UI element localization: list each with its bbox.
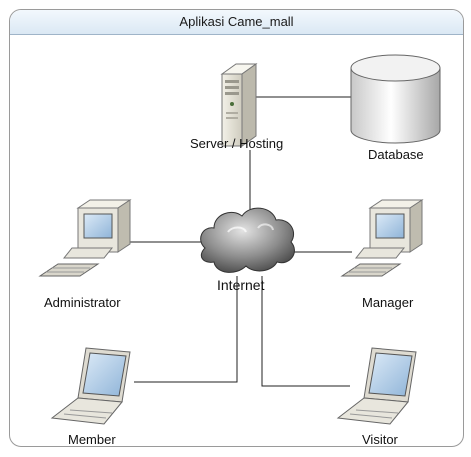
internet-label: Internet: [217, 277, 265, 293]
manager-label: Manager: [362, 295, 414, 310]
desktop-computer-icon: [340, 199, 424, 277]
visitor-label: Visitor: [362, 432, 398, 447]
administrator-label: Administrator: [44, 295, 121, 310]
laptop-icon: [336, 347, 417, 425]
server-icon: [220, 63, 258, 147]
server-label: Server / Hosting: [190, 136, 284, 151]
cloud-icon: [200, 207, 295, 273]
database-label: Database: [368, 147, 424, 162]
connector-internet-member: [134, 276, 238, 383]
member-label: Member: [68, 432, 116, 447]
database-icon: [350, 54, 441, 144]
connector-internet-visitor: [261, 276, 350, 387]
laptop-icon: [50, 347, 131, 425]
diagram-title: Aplikasi Came_mall: [10, 10, 463, 35]
desktop-computer-icon: [38, 199, 132, 277]
